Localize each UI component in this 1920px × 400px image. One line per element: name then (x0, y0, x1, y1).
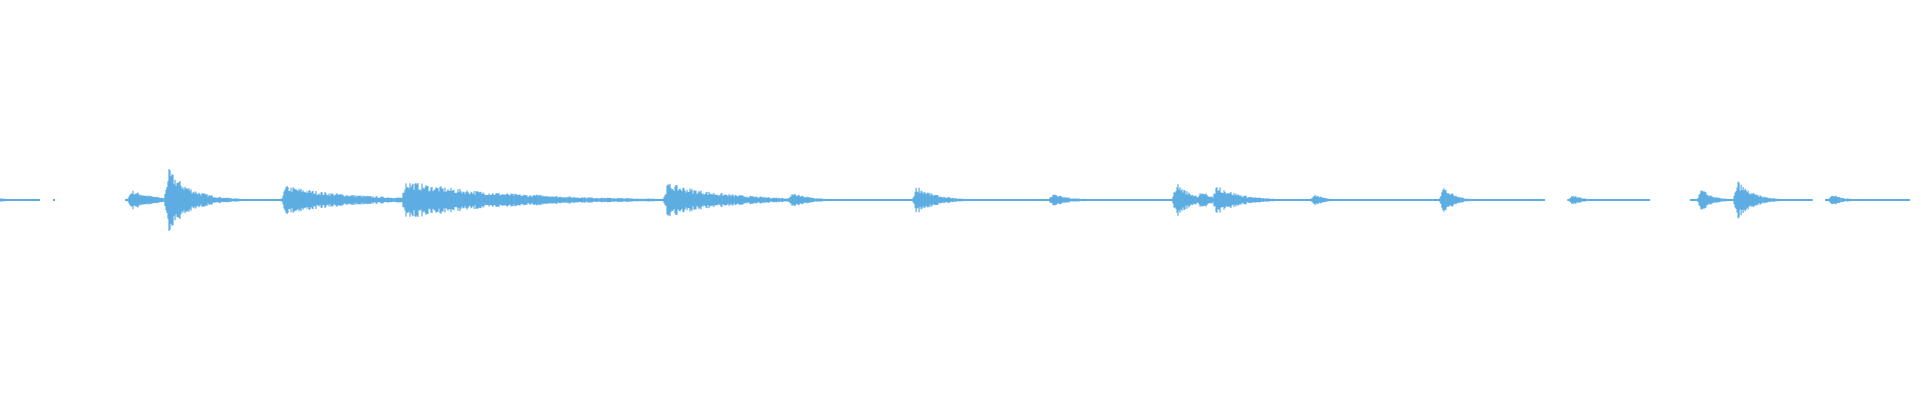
baseline-dot (53, 199, 55, 201)
waveform-event (1309, 194, 1371, 206)
waveform-event (1567, 195, 1629, 205)
waveform-event (0, 198, 39, 202)
waveform-event (911, 187, 1011, 213)
waveform-events (0, 169, 1889, 231)
waveform-event (1732, 181, 1813, 219)
waveform-event (1438, 188, 1500, 212)
waveform-event (787, 194, 887, 206)
waveform-event (1047, 194, 1147, 206)
waveform-event (163, 169, 283, 231)
waveform-event (1827, 195, 1889, 205)
baseline-dot (38, 199, 40, 201)
